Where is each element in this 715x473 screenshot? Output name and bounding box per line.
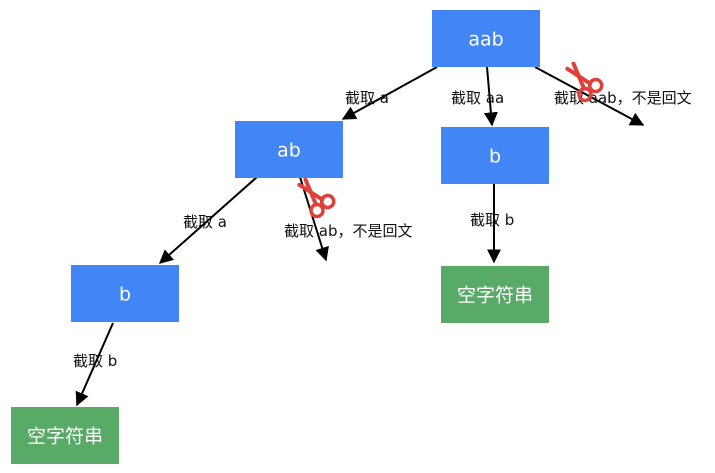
node-b-left-label: b	[119, 284, 131, 306]
scissors-icon	[565, 61, 604, 103]
edge-root-to-ab	[341, 66, 438, 120]
edge-label-root-to-b: 截取 aa	[451, 89, 504, 107]
node-empty-left: 空字符串	[11, 407, 119, 464]
edge-label-ab-pruned: 截取 ab，不是回文	[284, 222, 412, 240]
edge-root-to-b	[483, 66, 498, 127]
edge-label-ab-to-b: 截取 a	[183, 213, 227, 231]
scissors-icon	[297, 177, 336, 219]
edge-ab-to-b	[158, 176, 258, 264]
node-empty-mid-label: 空字符串	[457, 285, 533, 307]
node-empty-mid: 空字符串	[441, 266, 549, 323]
node-b-mid: b	[441, 127, 549, 184]
edge-ab-pruned	[299, 176, 329, 262]
node-ab-label: ab	[277, 140, 301, 162]
node-root-label: aab	[468, 29, 503, 51]
edge-label-root-to-ab: 截取 a	[345, 89, 389, 107]
node-root: aab	[432, 10, 540, 67]
node-ab: ab	[235, 121, 343, 178]
node-empty-left-label: 空字符串	[27, 426, 103, 448]
node-b-left: b	[71, 265, 179, 322]
edge-label-b-mid-to-empty: 截取 b	[470, 211, 514, 229]
node-b-mid-label: b	[489, 146, 501, 168]
edge-label-b-left-to-empty: 截取 b	[73, 352, 117, 370]
edge-b-left-to-empty	[75, 322, 114, 407]
edge-label-root-pruned: 截取 aab，不是回文	[554, 89, 692, 107]
